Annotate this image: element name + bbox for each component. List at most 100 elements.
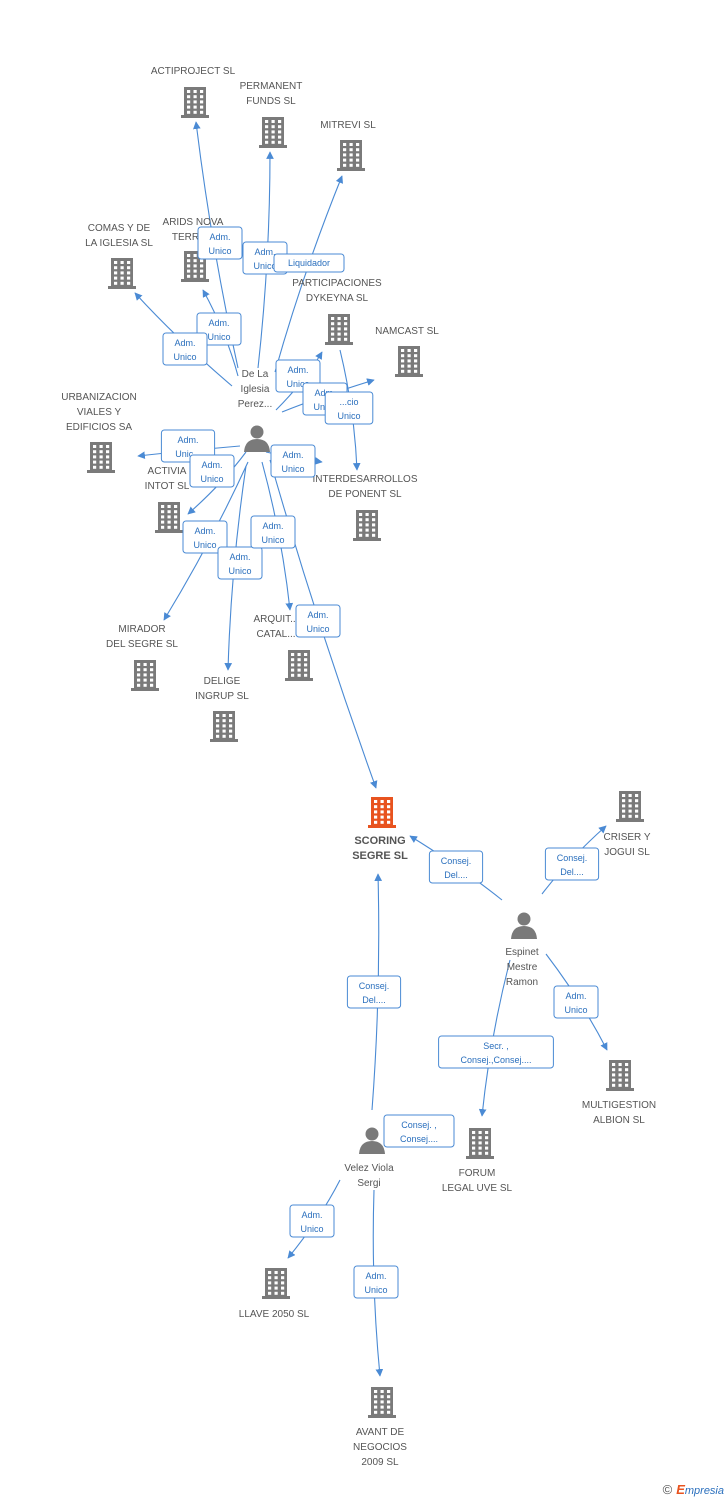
edge-label-text: Consej. xyxy=(441,856,472,866)
node-label: CATAL... xyxy=(256,629,295,640)
node-arquit[interactable]: ARQUIT... CATAL... xyxy=(253,614,313,681)
node-label: Espinet xyxy=(505,947,539,958)
edge-label-text: Unico xyxy=(228,566,251,576)
edge-label-delaiglesia-mitrevi[interactable]: Liquidador xyxy=(273,253,345,273)
edge-label-velez-llave[interactable]: Adm.Unico xyxy=(289,1204,335,1238)
edge-label-delaiglesia-activia[interactable]: Adm. Unico xyxy=(189,454,235,488)
node-label: MULTIGESTION xyxy=(582,1100,656,1111)
edge-label-text: ...cio xyxy=(339,397,358,407)
edge-label-text: Adm. xyxy=(201,460,222,470)
edge-label-text: Adm. xyxy=(194,526,215,536)
edge-label-box xyxy=(196,312,242,346)
edge-label-text: Unico xyxy=(306,624,329,634)
edge-label-delaiglesia-arquit[interactable]: Adm.Unico xyxy=(295,604,341,638)
edge-label-delaiglesia-actiproject[interactable]: Adm. Unico xyxy=(197,226,243,260)
edge-label-delaiglesia-mirador[interactable]: Adm. Unico xyxy=(182,520,228,554)
edge-label-delaiglesia-delige[interactable]: Adm. Unico xyxy=(217,546,263,580)
edge-label-text: Adm. xyxy=(287,365,308,375)
node-label: DE PONENT SL xyxy=(328,489,402,500)
edge-label-text: Adm. xyxy=(209,232,230,242)
node-label: AVANT DE xyxy=(356,1427,405,1438)
edge-label-text: Unico xyxy=(300,1224,323,1234)
edge-label-espinet-scoring[interactable]: Consej.Del.... xyxy=(428,850,484,884)
node-interdesarrollos[interactable]: INTERDESARROLLOS DE PONENT SL xyxy=(312,474,418,541)
node-label: JOGUI SL xyxy=(604,847,650,858)
edge-label-box xyxy=(189,454,235,488)
edge-label-espinet-criser[interactable]: Consej.Del.... xyxy=(544,847,600,881)
node-actiproject[interactable]: ACTIPROJECT SL xyxy=(151,66,236,118)
edge-label-delaiglesia-comas[interactable]: Adm.Unico xyxy=(162,332,208,366)
node-criser[interactable]: CRISER Y JOGUI SL xyxy=(603,791,651,858)
edge-label-velez-forum[interactable]: Consej. ,Consej.... xyxy=(383,1114,455,1148)
edge-label-box xyxy=(197,226,243,260)
edge-label-box xyxy=(250,515,296,549)
building-icon xyxy=(337,140,365,171)
node-label: LLAVE 2050 SL xyxy=(239,1309,310,1320)
node-label: CRISER Y xyxy=(603,832,650,843)
edge-label-text: Unico xyxy=(193,540,216,550)
edge-label-text: Unico xyxy=(261,535,284,545)
edge-label-text: Del.... xyxy=(560,867,584,877)
edge-label-text: Adm. xyxy=(177,435,198,445)
edge-label-text: Unico xyxy=(281,464,304,474)
edge-label-box xyxy=(160,429,216,463)
edge-label-delaiglesia-arquit[interactable]: Adm. Unico xyxy=(270,444,316,478)
edge-label-text: Unico xyxy=(200,474,223,484)
node-label: Ramon xyxy=(506,977,538,988)
node-label: DELIGE xyxy=(204,676,241,687)
edge-label-delaiglesia-arids[interactable]: Adm.Unico xyxy=(196,312,242,346)
node-label: VIALES Y xyxy=(77,407,122,418)
edge-label-text: Adm. xyxy=(229,552,250,562)
building-icon xyxy=(466,1128,494,1159)
edge-label-text: Unico xyxy=(564,1005,587,1015)
edge-label-text: Adm. xyxy=(282,450,303,460)
edge-label-delaiglesia-urbanizacion[interactable]: Adm.Unic... xyxy=(160,429,216,463)
node-namcast[interactable]: NAMCAST SL xyxy=(375,326,439,377)
edge-label-text: Adm. xyxy=(262,521,283,531)
edge-label-text: Adm. xyxy=(314,388,335,398)
edge-label-box xyxy=(162,332,208,366)
building-icon xyxy=(108,258,136,289)
node-label: PERMANENT xyxy=(240,81,303,92)
edge-label-box xyxy=(289,1204,335,1238)
node-label: LEGAL UVE SL xyxy=(442,1183,513,1194)
node-delaiglesia[interactable]: De LaIglesiaPerez... xyxy=(238,369,272,452)
edge-label-box xyxy=(295,604,341,638)
node-label: ARQUIT... xyxy=(253,614,298,625)
edge-label-text: Unico xyxy=(337,411,360,421)
edge-label-text: Unico xyxy=(208,246,231,256)
edge-label-velez-scoring[interactable]: Consej.Del.... xyxy=(346,975,402,1009)
edge-label-delaiglesia-scoring[interactable]: Adm. Unico xyxy=(250,515,296,549)
building-icon xyxy=(262,1268,290,1299)
node-label: INTOT SL xyxy=(145,481,190,492)
node-label: SEGRE SL xyxy=(352,850,408,862)
edge-label-box xyxy=(273,253,345,273)
person-icon xyxy=(359,1127,385,1154)
edge-label-espinet-forum[interactable]: Secr. ,Consej.,Consej.... xyxy=(438,1035,554,1069)
edge-label-espinet-multigestion[interactable]: Adm.Unico xyxy=(553,985,599,1019)
building-icon xyxy=(325,314,353,345)
node-mitrevi[interactable]: MITREVI SL xyxy=(320,120,376,171)
node-llave[interactable]: LLAVE 2050 SL xyxy=(239,1268,310,1320)
node-label: ARIDS NOVA xyxy=(163,217,224,228)
building-icon xyxy=(353,510,381,541)
edge-label-box xyxy=(553,985,599,1019)
node-label: INTERDESARROLLOS xyxy=(312,474,417,485)
edge-label-velez-avant[interactable]: Adm.Unico xyxy=(353,1265,399,1299)
node-label: PARTICIPACIONES xyxy=(292,278,382,289)
